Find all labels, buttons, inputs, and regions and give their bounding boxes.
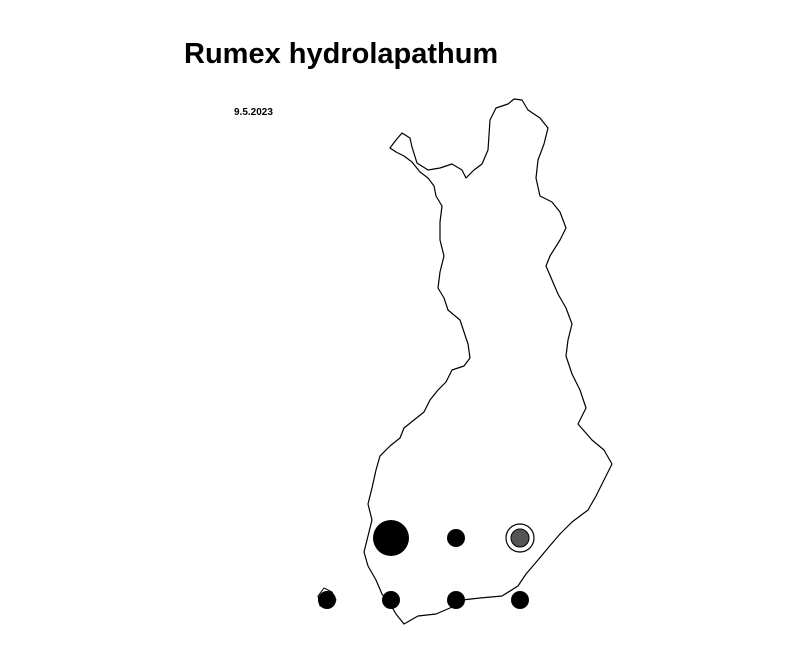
map-date: 9.5.2023 — [234, 107, 273, 118]
observation-dot — [447, 529, 465, 547]
observation-dot — [382, 591, 400, 609]
observation-dot — [511, 591, 529, 609]
observation-dot — [318, 591, 336, 609]
observation-dot — [373, 520, 409, 556]
finland-outline — [363, 98, 613, 625]
observation-dot — [447, 591, 465, 609]
observation-markers — [318, 520, 535, 609]
observation-dot-grey — [510, 528, 530, 548]
map-title: Rumex hydrolapathum — [184, 38, 499, 70]
